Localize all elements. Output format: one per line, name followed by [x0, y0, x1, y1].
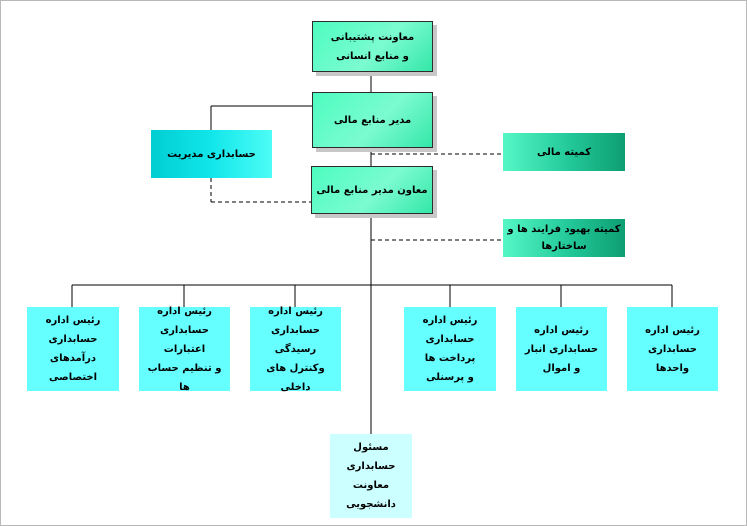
org-box-label: رئیس اداره حسابداری واحدها [645, 324, 700, 374]
org-box-label: رئیس اداره حسابداری رسیدگی وکنترل های دا… [266, 305, 325, 393]
org-box-finance-director: مدیر منابع مالی [312, 92, 433, 148]
org-box-label: کمیته بهبود فرایند ها و ساختارها [507, 224, 621, 252]
org-box-finance-committee: کمیته مالی [503, 133, 625, 171]
org-box-label: رئیس اداره حسابداری پرداخت ها و پرسنلی [422, 315, 478, 383]
org-box-support-deputy: معاونت پشتیبانی و منابع انسانی [312, 21, 433, 72]
org-box-label: معاون مدیر منابع مالی [316, 184, 428, 196]
org-box-dept-units: رئیس اداره حسابداری واحدها [627, 307, 718, 391]
org-box-label: کمیته مالی [536, 146, 592, 158]
org-box-process-committee: کمیته بهبود فرایند ها و ساختارها [503, 219, 625, 257]
org-box-label: رئیس اداره حسابداری اعتبارات و تنظیم حسا… [147, 305, 222, 393]
org-box-label: رئیس اداره حسابداری درآمدهای اختصاصی [45, 315, 101, 383]
org-box-label: مدیر منابع مالی [333, 114, 412, 126]
org-box-dept-warehouse: رئیس اداره حسابداری انبار و اموال [516, 307, 607, 391]
org-box-label: مسئول حسابداری معاونت دانشجویی [346, 442, 396, 510]
org-box-management-accounting: حسابداری مدیریت [151, 130, 272, 178]
org-box-label: حسابداری مدیریت [167, 148, 256, 160]
org-box-deputy-director: معاون مدیر منابع مالی [311, 166, 433, 214]
org-box-dept-credits: رئیس اداره حسابداری اعتبارات و تنظیم حسا… [139, 306, 230, 393]
org-box-dept-audit: رئیس اداره حسابداری رسیدگی وکنترل های دا… [250, 306, 341, 393]
org-box-dept-payments: رئیس اداره حسابداری پرداخت ها و پرسنلی [404, 307, 496, 391]
org-box-dept-revenues: رئیس اداره حسابداری درآمدهای اختصاصی [27, 307, 119, 391]
org-box-label: معاونت پشتیبانی و منابع انسانی [330, 31, 415, 62]
org-box-student-accounting: مسئول حسابداری معاونت دانشجویی [330, 434, 412, 518]
org-box-label: رئیس اداره حسابداری انبار و اموال [524, 324, 599, 374]
